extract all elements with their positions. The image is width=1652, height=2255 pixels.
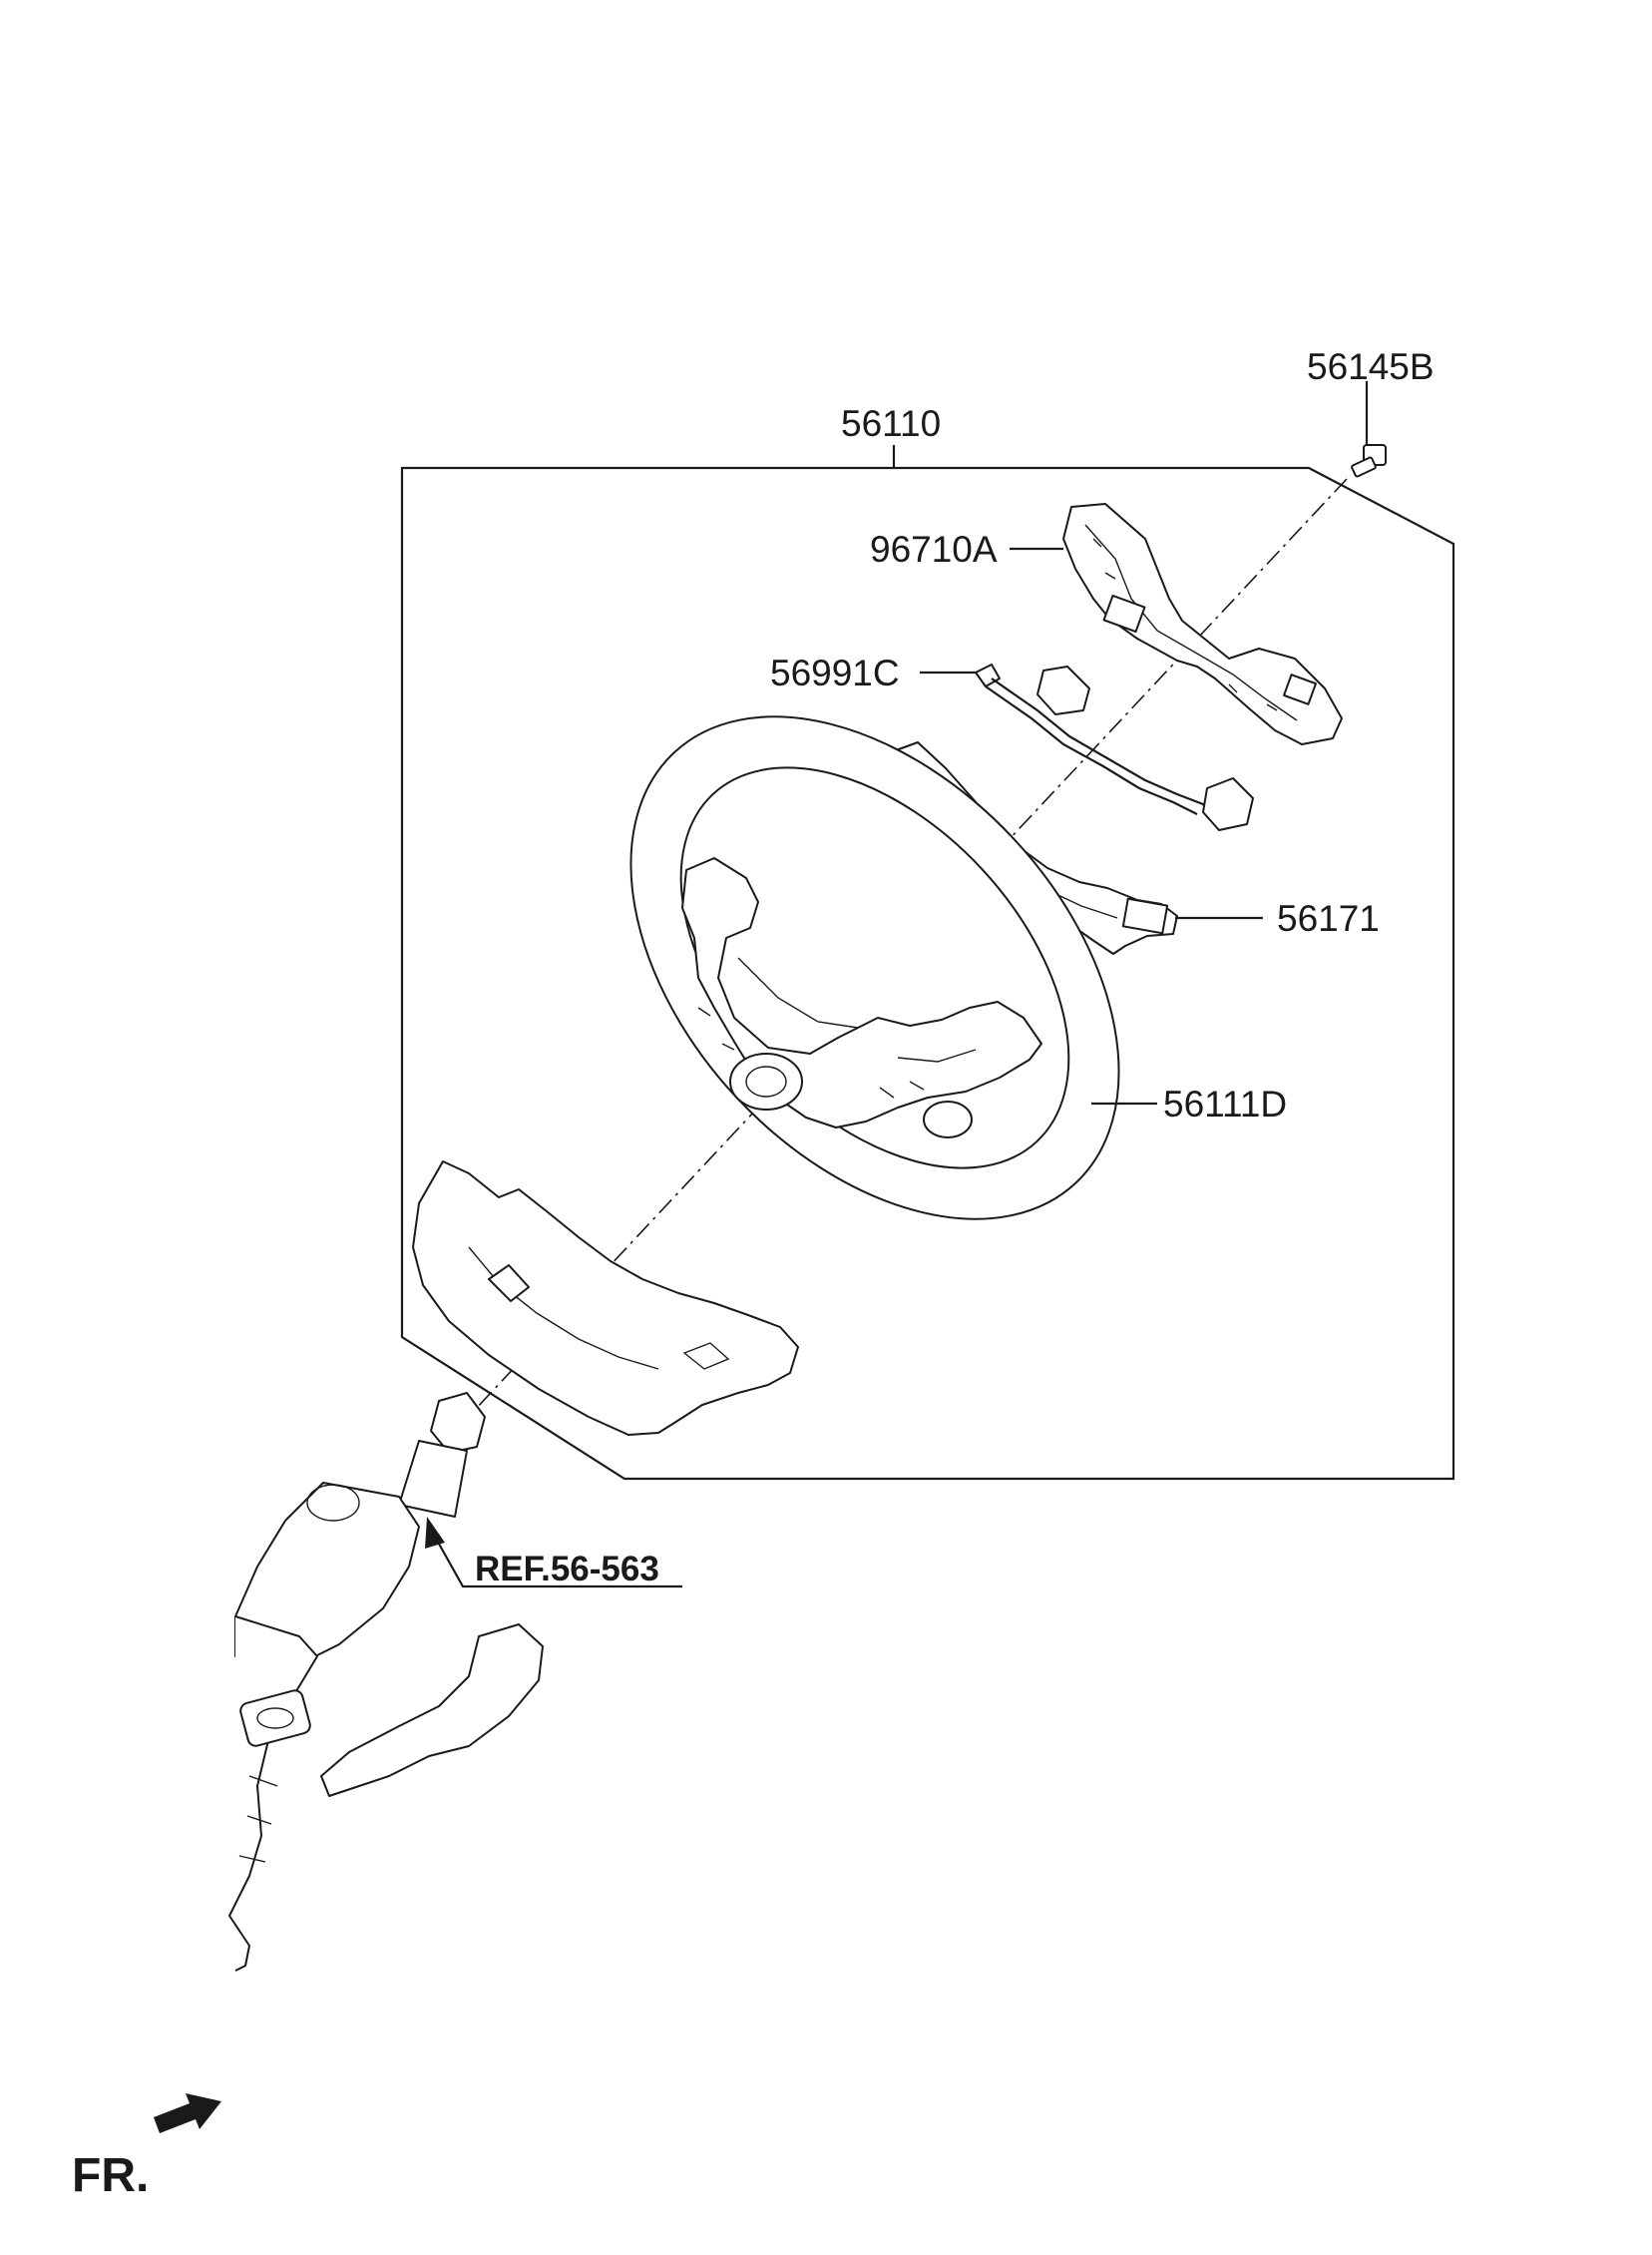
- reference-leader: [425, 1517, 682, 1588]
- steering-wheel-part: [629, 715, 1120, 1220]
- front-marker: FR.: [72, 2093, 221, 2202]
- label-assembly: 56110: [841, 403, 941, 444]
- lower-cover-part: [412, 1160, 799, 1436]
- label-reference: REF.56-563: [475, 1550, 659, 1588]
- extension-wire-part: [975, 664, 1254, 831]
- label-wheel-body: 56111D: [1163, 1084, 1287, 1125]
- remote-switch-part: [1062, 503, 1343, 745]
- steering-column-part: [228, 1392, 544, 1972]
- label-bolt: 56145B: [1307, 346, 1435, 387]
- label-remote-switch: 96710A: [870, 529, 998, 570]
- bolt-part: [1351, 444, 1387, 478]
- assembly-frame: [400, 466, 1455, 1481]
- front-arrow-icon: [154, 2093, 221, 2133]
- label-extension-wire: 56991C: [770, 653, 900, 693]
- label-bracket: 56171: [1277, 898, 1380, 939]
- front-marker-label: FR.: [72, 2149, 149, 2202]
